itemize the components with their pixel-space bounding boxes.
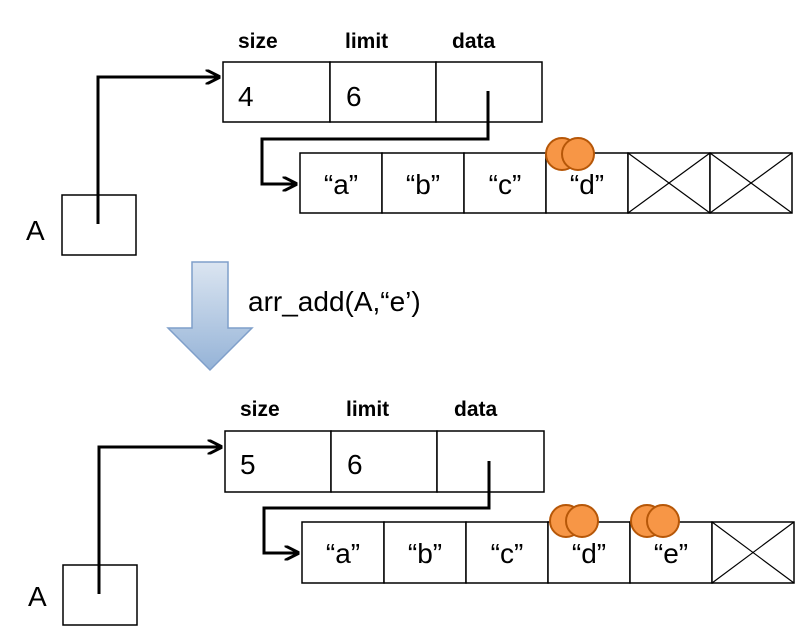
- before-state: size limit data 4 6 A “a”: [26, 30, 793, 256]
- after-array-value-1: “b”: [408, 538, 442, 569]
- after-array-value-2: “c”: [491, 538, 524, 569]
- before-size-value: 4: [238, 81, 254, 112]
- after-size-cell: [224, 430, 332, 493]
- before-variable-label: A: [26, 215, 45, 246]
- after-array-cell-2: [465, 521, 549, 584]
- before-limit-header: limit: [345, 30, 388, 53]
- before-size-cell: [222, 61, 331, 123]
- after-size-value: 5: [240, 449, 256, 480]
- after-marker-d: [549, 504, 599, 538]
- after-variable-label: A: [28, 581, 47, 612]
- after-state: size limit data 5 6 A “a” “b” “c” “d” “: [28, 398, 795, 626]
- before-array-value-1: “b”: [406, 169, 440, 200]
- before-struct: 4 6: [222, 61, 543, 123]
- before-size-header: size: [238, 30, 278, 53]
- after-array-cell-1: [383, 521, 467, 584]
- after-data-header: data: [454, 398, 498, 421]
- before-limit-value: 6: [346, 81, 362, 112]
- before-marker-d: [545, 137, 595, 171]
- after-pointer-arrow: [97, 447, 221, 594]
- after-array-value-3: “d”: [572, 538, 606, 569]
- after-array-value-4: “e”: [654, 538, 688, 569]
- after-array-cell-0: [301, 521, 385, 584]
- before-array: “a” “b” “c” “d”: [299, 137, 793, 214]
- before-array-value-2: “c”: [489, 169, 522, 200]
- after-limit-header: limit: [346, 398, 389, 421]
- before-limit-cell: [329, 61, 437, 123]
- before-data-pointer-arrow: [260, 91, 490, 184]
- before-array-value-0: “a”: [324, 169, 358, 200]
- after-marker-e: [630, 504, 680, 538]
- transition: arr_add(A,“e’): [166, 261, 421, 372]
- after-struct: 5 6: [224, 430, 545, 493]
- after-size-header: size: [240, 398, 280, 421]
- before-data-header: data: [452, 30, 496, 53]
- after-array-value-0: “a”: [326, 538, 360, 569]
- before-array-value-3: “d”: [570, 169, 604, 200]
- down-arrow-icon: [166, 261, 254, 372]
- after-data-pointer-arrow: [262, 461, 491, 553]
- before-variable-box: [61, 194, 137, 256]
- after-limit-value: 6: [347, 449, 363, 480]
- before-array-cell-1: [381, 152, 465, 214]
- operation-label: arr_add(A,“e’): [248, 286, 421, 317]
- after-array: “a” “b” “c” “d” “e”: [301, 504, 795, 584]
- before-pointer-arrow: [96, 77, 219, 224]
